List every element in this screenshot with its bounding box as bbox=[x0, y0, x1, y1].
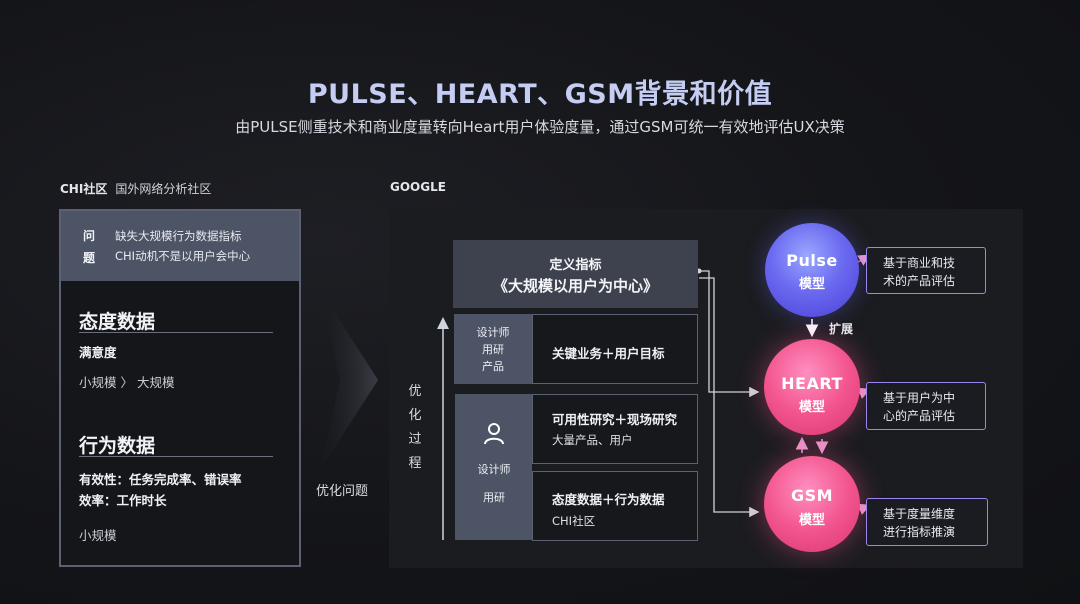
define-subtitle: 《大规模以用户为中心》 bbox=[492, 277, 658, 295]
problem-text: 缺失大规模行为数据指标 CHI动机不是以用户会中心 bbox=[115, 229, 251, 263]
attitude-divider bbox=[79, 332, 273, 333]
attitude-scale: 小规模 〉 大规模 bbox=[79, 375, 175, 390]
output-box-1: 关键业务＋用户目标 bbox=[532, 314, 698, 384]
heart-model-circle: HEART 模型 bbox=[764, 339, 860, 435]
chi-label-bold: CHI社区 bbox=[60, 182, 108, 196]
chi-panel: 问 题 缺失大规模行为数据指标 CHI动机不是以用户会中心 态度数据 满意度 小… bbox=[59, 209, 301, 567]
role-box-1: 设计师 用研 产品 bbox=[454, 314, 532, 384]
chi-community-label: CHI社区国外网络分析社区 bbox=[60, 180, 211, 197]
define-title: 定义指标 bbox=[549, 258, 602, 273]
gsm-description-tag: 基于度量维度 进行指标推演 bbox=[866, 498, 988, 546]
behavior-scale: 小规模 bbox=[79, 528, 117, 543]
expand-label: 扩展 bbox=[829, 322, 854, 336]
optimize-problem-label: 优化问题 bbox=[316, 484, 369, 499]
chevron-right-icon bbox=[320, 290, 378, 470]
attitude-item: 满意度 bbox=[79, 345, 117, 360]
behavior-items: 有效性：任务完成率、错误率 效率：工作时长 bbox=[79, 472, 242, 508]
heart-description-tag: 基于用户为中 心的产品评估 bbox=[866, 382, 986, 430]
google-label: GOOGLE bbox=[390, 180, 446, 194]
role-box-2: 设计师 用研 bbox=[455, 394, 532, 540]
page-subtitle: 由PULSE侧重技术和商业度量转向Heart用户体验度量，通过GSM可统一有效地… bbox=[235, 118, 845, 136]
pulse-model-circle: Pulse 模型 bbox=[765, 223, 859, 317]
problem-label: 问 题 bbox=[83, 229, 96, 265]
page-title: PULSE、HEART、GSM背景和价值 bbox=[307, 79, 773, 110]
attitude-title: 态度数据 bbox=[79, 311, 156, 333]
pulse-description-tag: 基于商业和技 术的产品评估 bbox=[866, 247, 986, 294]
behavior-divider bbox=[79, 456, 273, 457]
user-icon bbox=[484, 423, 504, 445]
behavior-title: 行为数据 bbox=[79, 435, 156, 457]
problem-box: 问 题 缺失大规模行为数据指标 CHI动机不是以用户会中心 bbox=[61, 211, 299, 281]
output-box-3: 态度数据＋行为数据 CHI社区 bbox=[532, 471, 698, 541]
define-metrics-box: 定义指标 《大规模以用户为中心》 bbox=[453, 240, 698, 308]
gsm-model-circle: GSM 模型 bbox=[764, 456, 860, 552]
optimize-process-label: 优 化 过 程 bbox=[408, 384, 422, 471]
output-box-2: 可用性研究＋现场研究 大量产品、用户 bbox=[532, 394, 698, 464]
scale-arrow-icon: 〉 bbox=[120, 375, 134, 390]
chi-label-text: 国外网络分析社区 bbox=[115, 182, 212, 196]
